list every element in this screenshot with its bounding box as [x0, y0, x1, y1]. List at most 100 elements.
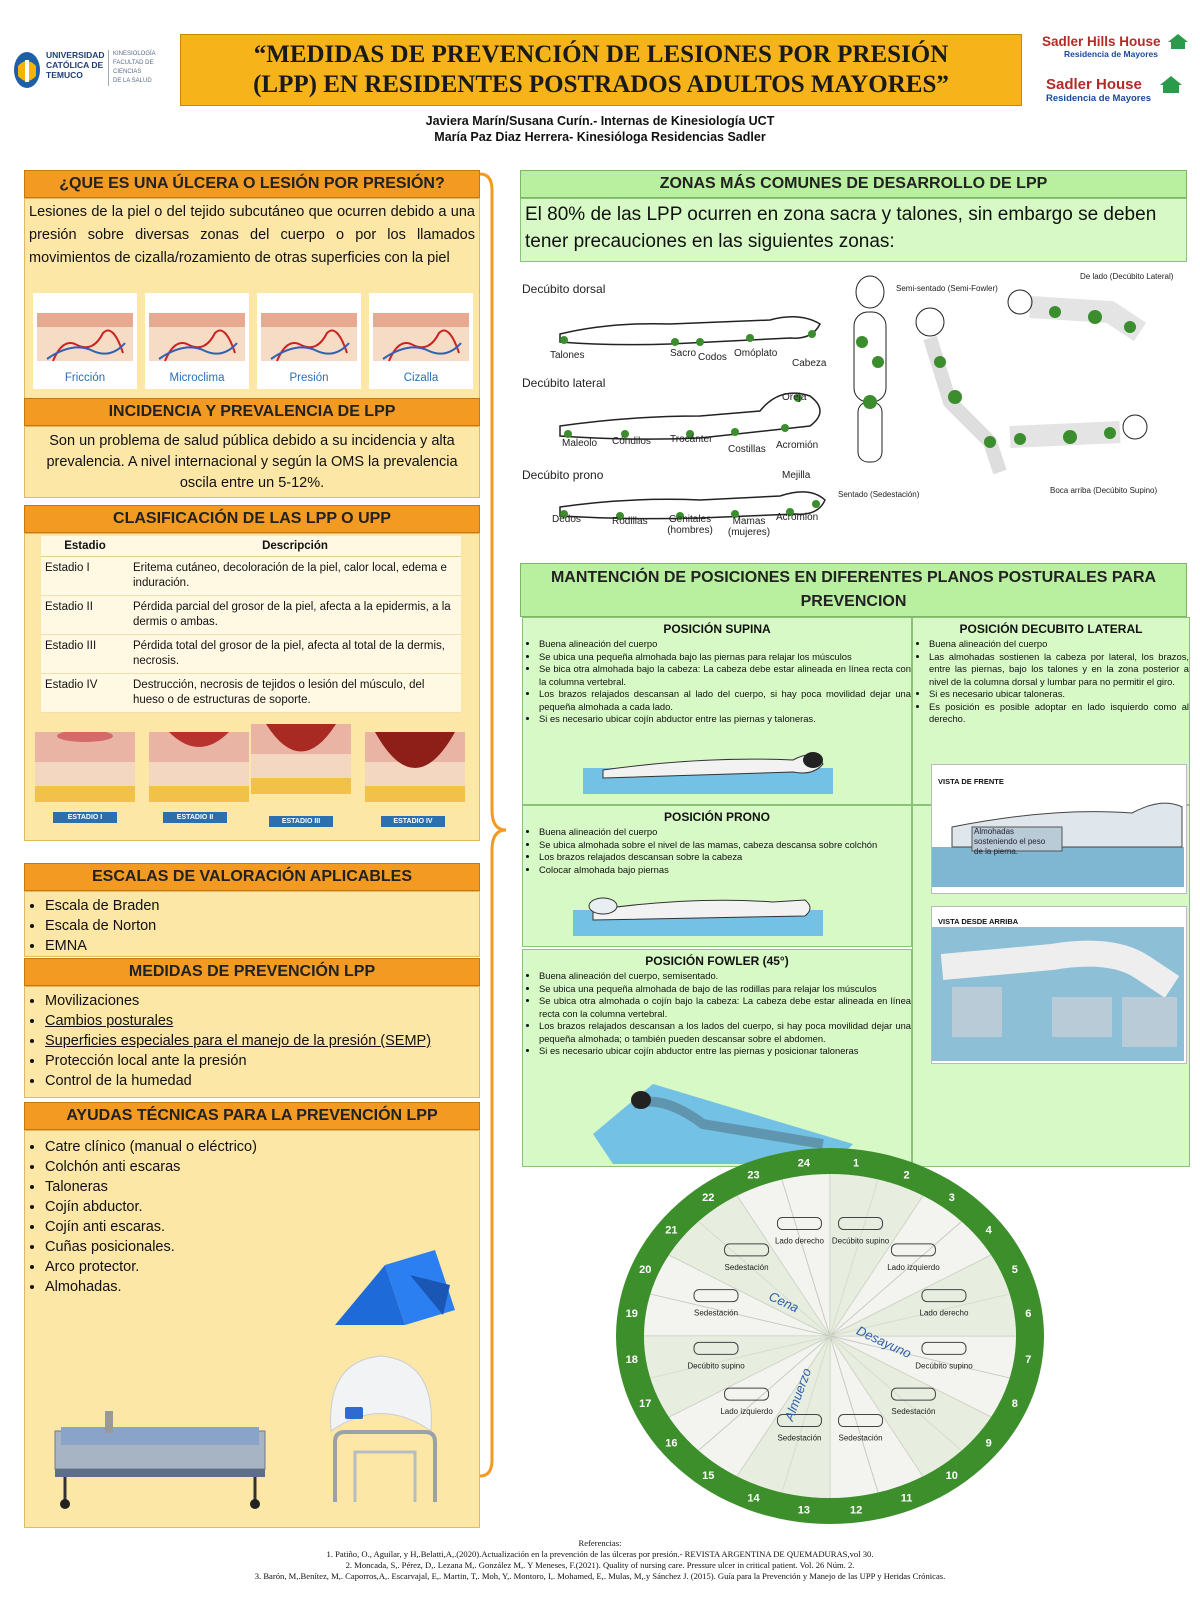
table-header-stage: Estadio: [41, 536, 129, 557]
aids-header: AYUDAS TÉCNICAS PARA LA PREVENCIÓN LPP: [24, 1102, 480, 1130]
clock-sector: [830, 1336, 992, 1477]
zone-label: Sacro: [670, 348, 697, 359]
clock-hour-label: 22: [702, 1192, 714, 1204]
clock-hour-label: 2: [903, 1169, 909, 1181]
scales-panel: Escala de BradenEscala de NortonEMNA: [24, 891, 480, 957]
sadler-house-sub: Residencia de Mayores: [1046, 93, 1152, 104]
measure-item: Protección local ante la presión: [45, 1051, 479, 1071]
clock-hour-label: 7: [1025, 1354, 1031, 1366]
description-cell: Pérdida parcial del grosor de la piel, a…: [129, 595, 461, 635]
zone-label: Rodillas: [612, 516, 648, 527]
clock-divider: [829, 1221, 962, 1337]
view-front-box: VISTA DE FRENTE Almohadas sosteniendo el…: [931, 764, 1187, 894]
clock-hour-label: 11: [901, 1493, 913, 1505]
poster-title-line1: “MEDIDAS DE PREVENCIÓN DE LESIONES POR P…: [253, 41, 949, 68]
clock-divider: [650, 1293, 831, 1337]
skin-stage-iv-illustration: [365, 732, 465, 802]
clock-hour-label: 14: [747, 1493, 760, 1505]
incidence-header: INCIDENCIA Y PREVALENCIA DE LPP: [24, 398, 480, 426]
figure-label: De lado (Decúbito Lateral): [1080, 272, 1174, 281]
description-cell: Pérdida total del grosor de la piel, afe…: [129, 634, 461, 674]
bed-cradle-illustration: [333, 1430, 437, 1502]
skin-layers-illustration: [149, 313, 245, 362]
zone-label: Oreja: [782, 392, 807, 403]
zone-label: Talones: [550, 350, 585, 361]
figure-label: Boca arriba (Decúbito Supino): [1050, 486, 1158, 495]
measures-list: MovilizacionesCambios posturalesSuperfic…: [25, 991, 479, 1091]
measures-panel: MovilizacionesCambios posturalesSuperfic…: [24, 986, 480, 1098]
stage-cell: Estadio I: [41, 556, 129, 596]
aid-item: Cojín abductor.: [45, 1197, 479, 1217]
aid-item: Almohadas.: [45, 1277, 479, 1297]
person-figure-icon: [890, 1243, 936, 1257]
description-cell: Eritema cutáneo, decoloración de la piel…: [129, 556, 461, 596]
person-figure-icon: [921, 1341, 967, 1355]
fowler-item: Buena alineación del cuerpo, semisentado…: [539, 970, 911, 983]
incidence-panel: Son un problema de salud pública debido …: [24, 426, 480, 498]
lateral-item: Las almohadas sostienen la cabeza por la…: [929, 651, 1189, 689]
stage-cell: Estadio II: [41, 595, 129, 635]
clock-hour-label: 18: [626, 1354, 638, 1366]
zone-label: Costillas: [728, 444, 766, 455]
clock-position-label: Sedestación: [694, 1309, 738, 1318]
sadler-hills-name: Sadler Hills House: [1042, 34, 1161, 49]
fowler-item: Se ubica otra almohada o cojín bajo la c…: [539, 995, 911, 1020]
view-top-label: VISTA DESDE ARRIBA: [938, 917, 1019, 926]
zones-body: El 80% de las LPP ocurren en zona sacra …: [525, 204, 1157, 252]
stage-cell: Estadio IV: [41, 673, 129, 713]
figure-label: Semi-sentado (Semi-Fowler): [896, 284, 998, 293]
faculty-name-line: FACULTAD DE CIENCIAS: [113, 60, 154, 75]
clock-divider: [781, 1179, 831, 1337]
sadler-house-name: Sadler House: [1046, 76, 1142, 93]
university-name-line: TEMUCO: [46, 70, 83, 80]
faculty-name-line: DE LA SALUD: [113, 78, 152, 84]
clock-hour-label: 5: [1012, 1264, 1018, 1276]
fowler-item: Los brazos relajados descansan a los lad…: [539, 1020, 911, 1045]
what-is-panel: Lesiones de la piel o del tejido subcutá…: [24, 198, 480, 400]
supina-item: Si es necesario ubicar cojín abductor en…: [539, 713, 911, 726]
lateral-title: Decúbito lateral: [522, 376, 606, 390]
fowler-panel: POSICIÓN FOWLER (45°) Buena alineación d…: [522, 949, 912, 1167]
aid-item: Cuñas posicionales.: [45, 1237, 479, 1257]
lateral-title: POSICIÓN DECUBITO LATERAL: [959, 622, 1143, 636]
stage-i-label: ESTADIO I: [53, 812, 117, 823]
prono-title: Decúbito prono: [522, 468, 604, 482]
skin-stage-ii-illustration: [149, 732, 249, 802]
dorsal-title: Decúbito dorsal: [522, 282, 606, 296]
person-figure-icon: [890, 1387, 936, 1401]
lateral-item: Si es necesario ubicar taloneras.: [929, 688, 1189, 701]
clock-hour-label: 20: [639, 1264, 651, 1276]
reference-item: 2. Moncada, S,. Pérez, D,. Lezana M,. Go…: [345, 1560, 855, 1570]
abductor-cushion-illustration: [330, 1355, 432, 1432]
lateral-item: Buena alineación del cuerpo: [929, 638, 1189, 651]
aid-item: Catre clínico (manual o eléctrico): [45, 1137, 479, 1157]
prono-panel: POSICIÓN PRONO Buena alineación del cuer…: [522, 805, 912, 947]
clock-hour-label: 9: [986, 1438, 992, 1450]
supina-item: Los brazos relajados descansan al lado d…: [539, 688, 911, 713]
clock-position-label: Lado derecho: [775, 1236, 824, 1245]
clock-hour-label: 24: [798, 1157, 811, 1169]
zone-label: Genitales (hombres): [667, 514, 713, 536]
zone-label: Acromión: [776, 440, 819, 451]
person-figure-icon: [693, 1289, 739, 1303]
reference-item: 1. Patiño, O., Aguilar, y H,.Belatti,A,.…: [326, 1549, 874, 1559]
skin-layers-illustration: [373, 313, 469, 362]
clock-position-label: Lado derecho: [920, 1309, 969, 1318]
mechanism-label: Presión: [289, 372, 329, 384]
mechanism-label: Fricción: [64, 372, 106, 384]
mechanism-card: Cizalla: [369, 293, 473, 389]
mechanism-label: Microclima: [169, 372, 225, 384]
references-title: Referencias:: [578, 1538, 622, 1548]
measure-item: Cambios posturales: [45, 1011, 479, 1031]
stage-cell: Estadio III: [41, 634, 129, 674]
side-figure-illustration: [1007, 289, 1147, 342]
scales-list: Escala de BradenEscala de NortonEMNA: [25, 896, 479, 956]
supina-title: POSICIÓN SUPINA: [663, 622, 771, 636]
lateral-views-panel: VISTA DE FRENTE Almohadas sosteniendo el…: [912, 764, 1190, 1167]
table-header-description: Descripción: [129, 536, 461, 557]
university-shield-icon: [14, 52, 40, 88]
aid-item: Cojín anti escaras.: [45, 1217, 479, 1237]
